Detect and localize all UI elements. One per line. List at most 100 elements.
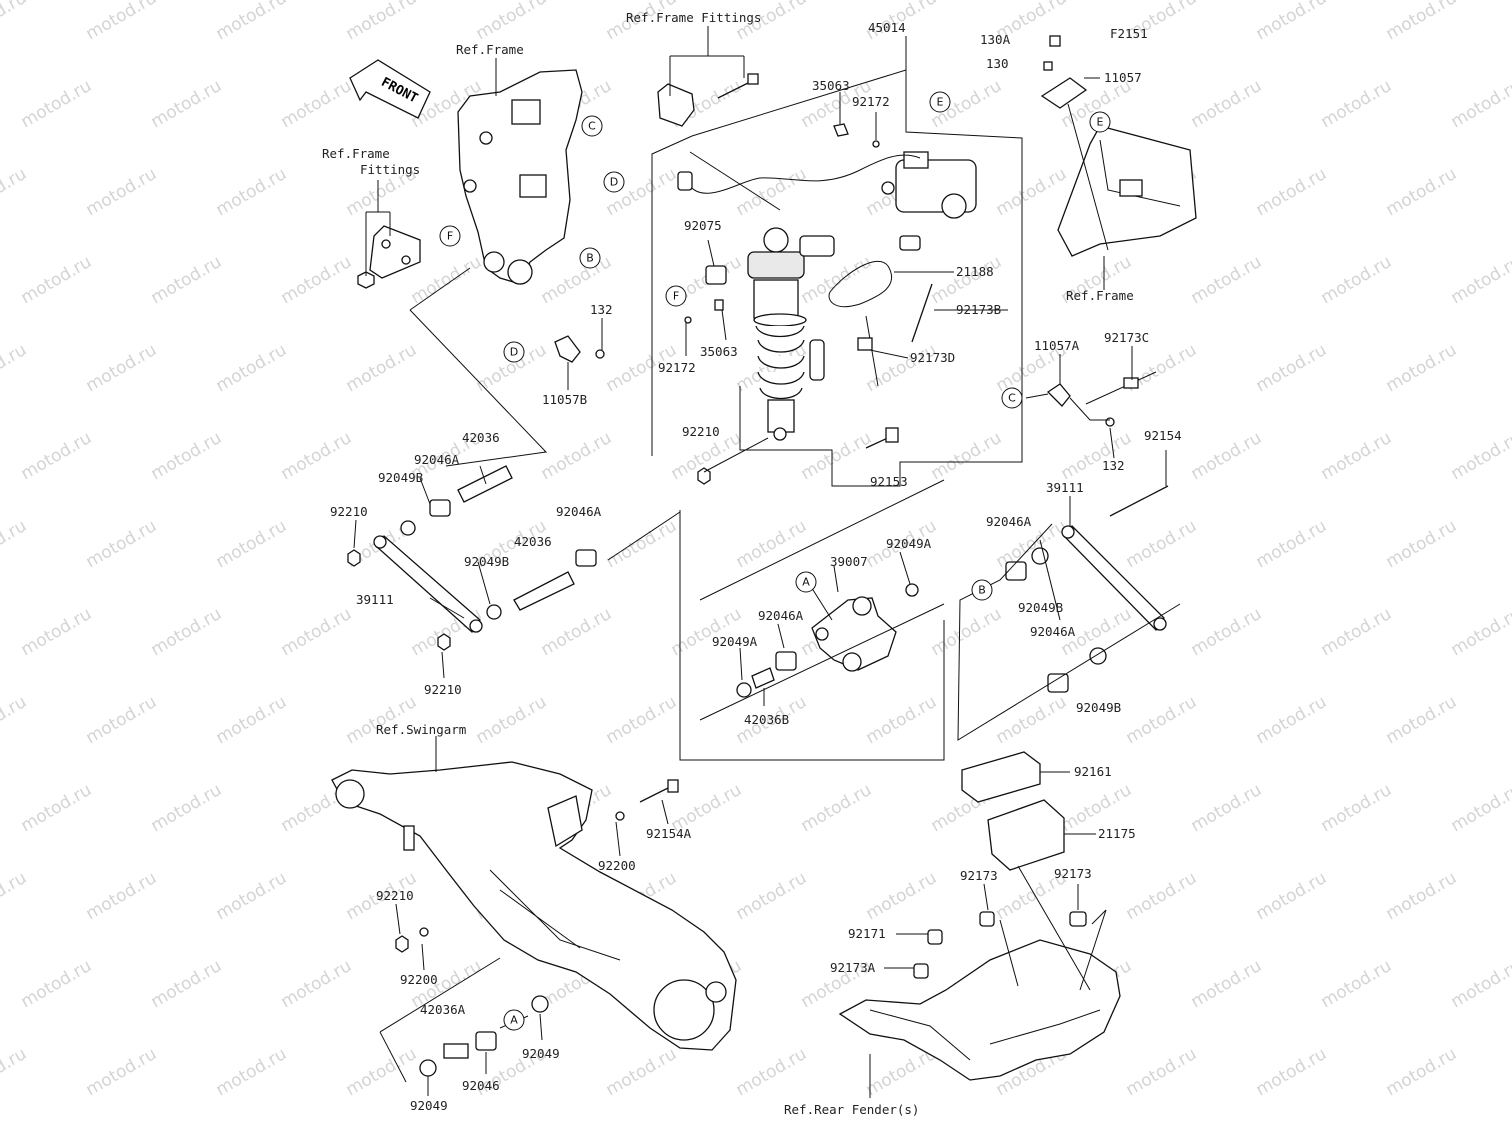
watermark-text: motod.ru (1318, 780, 1396, 836)
label-92161: 92161 (1074, 764, 1112, 779)
watermark-text: motod.ru (213, 516, 291, 572)
label-92046a-center: 92046A (758, 608, 804, 623)
rear-shock-absorber (747, 227, 835, 441)
watermark-text: motod.ru (1383, 0, 1461, 44)
watermark-text: motod.ru (1318, 252, 1396, 308)
callout-b-right: B (971, 579, 993, 601)
label-130a: 130A (980, 32, 1011, 47)
label-92171: 92171 (848, 926, 886, 941)
watermark-text: motod.ru (148, 428, 226, 484)
watermark-text: motod.ru (1123, 516, 1201, 572)
watermark-text: motod.ru (213, 340, 291, 396)
label-92075: 92075 (684, 218, 722, 233)
watermark-text: motod.ru (148, 252, 226, 308)
watermark-text: motod.ru (1448, 428, 1512, 484)
collar-92075 (705, 265, 727, 285)
watermark-text: motod.ru (1058, 428, 1136, 484)
svg-text:B: B (978, 584, 986, 597)
label-92210-shock: 92210 (682, 424, 720, 439)
watermark-text: motod.ru (733, 516, 811, 572)
callout-c-right: C (1001, 387, 1023, 409)
label-39111-right: 39111 (1046, 480, 1084, 495)
callout-b-frame: B (579, 247, 601, 269)
watermark-text: motod.ru (928, 252, 1006, 308)
tie-rod-right (1005, 485, 1169, 693)
watermark-text: motod.ru (603, 1044, 681, 1100)
watermark-text: motod.ru (0, 516, 30, 572)
label-92200-swingarm: 92200 (400, 972, 438, 987)
watermark-text: motod.ru (1188, 76, 1266, 132)
watermark-text: motod.ru (733, 164, 811, 220)
label-35063-bottom: 35063 (700, 344, 738, 359)
label-11057a: 11057A (1034, 338, 1080, 353)
watermark-text: motod.ru (18, 76, 96, 132)
watermark-text: motod.ru (83, 1044, 161, 1100)
watermark-text: motod.ru (1318, 76, 1396, 132)
frame-bracket (457, 69, 583, 285)
callout-d-bracket: D (503, 341, 525, 363)
sensor-wiring (677, 154, 933, 387)
label-92046a-right-2: 92046A (1030, 624, 1076, 639)
frame-fitting-plate-top (657, 73, 759, 127)
label-35063-top: 35063 (812, 78, 850, 93)
watermark-text: motod.ru (0, 692, 30, 748)
svg-text:A: A (802, 576, 810, 589)
callout-a-swingarm: A (503, 1009, 525, 1031)
watermark-text: motod.ru (18, 956, 96, 1012)
shock-reservoir (881, 151, 977, 219)
label-92210-left: 92210 (330, 504, 368, 519)
watermark-text: motod.ru (1253, 692, 1331, 748)
label-92173c: 92173C (1104, 330, 1149, 345)
watermark-text: motod.ru (863, 868, 941, 924)
frame-fitting-plate-left (357, 225, 421, 289)
label-92049-bottom: 92049 (410, 1098, 448, 1113)
svg-text:A: A (510, 1014, 518, 1027)
svg-text:D: D (510, 346, 518, 359)
diagram-code: F2151 (1110, 26, 1148, 41)
leader-lines (353, 26, 1181, 1098)
svg-text:D: D (610, 176, 618, 189)
label-92049b-mid: 92049B (464, 554, 509, 569)
watermark-text: motod.ru (928, 604, 1006, 660)
watermark-text: motod.ru (538, 252, 616, 308)
bracket-11057b (554, 335, 605, 363)
watermark-layer: motod.ru motod.ru motod.ru motod.ru motod.ru… (0, 0, 1512, 1100)
watermark-text: motod.ru (1253, 516, 1331, 572)
svg-text:F: F (673, 290, 679, 303)
ref-swingarm: Ref.Swingarm (376, 722, 466, 737)
label-39007: 39007 (830, 554, 868, 569)
watermark-text: motod.ru (1383, 340, 1461, 396)
watermark-text: motod.ru (213, 868, 291, 924)
label-42036-mid: 42036 (514, 534, 552, 549)
watermark-text: motod.ru (538, 428, 616, 484)
watermark-text: motod.ru (0, 164, 30, 220)
label-11057: 11057 (1104, 70, 1142, 85)
watermark-text: motod.ru (0, 1044, 30, 1100)
ref-frame-fittings-left-2: Fittings (360, 162, 420, 177)
watermark-text: motod.ru (603, 516, 681, 572)
frame-right (1057, 125, 1197, 257)
label-92046a-top: 92046A (414, 452, 460, 467)
label-92049a-left: 92049A (712, 634, 758, 649)
swingarm-bolts (395, 779, 679, 1077)
watermark-text: motod.ru (1383, 868, 1461, 924)
label-42036b: 42036B (744, 712, 789, 727)
watermark-text: motod.ru (798, 252, 876, 308)
watermark-text: motod.ru (343, 692, 421, 748)
callout-f-shock: F (665, 285, 687, 307)
watermark-text: motod.ru (1188, 956, 1266, 1012)
watermark-text: motod.ru (1253, 164, 1331, 220)
label-92049b-top: 92049B (378, 470, 423, 485)
watermark-text: motod.ru (993, 164, 1071, 220)
watermark-text: motod.ru (213, 164, 291, 220)
watermark-text: motod.ru (1253, 340, 1331, 396)
svg-text:C: C (1008, 392, 1016, 405)
watermark-text: motod.ru (1253, 868, 1331, 924)
label-92173-right: 92173 (1054, 866, 1092, 881)
callout-c-frame: C (581, 115, 603, 137)
watermark-text: motod.ru (1188, 780, 1266, 836)
watermark-text: motod.ru (148, 956, 226, 1012)
watermark-text: motod.ru (993, 692, 1071, 748)
watermark-text: motod.ru (18, 604, 96, 660)
